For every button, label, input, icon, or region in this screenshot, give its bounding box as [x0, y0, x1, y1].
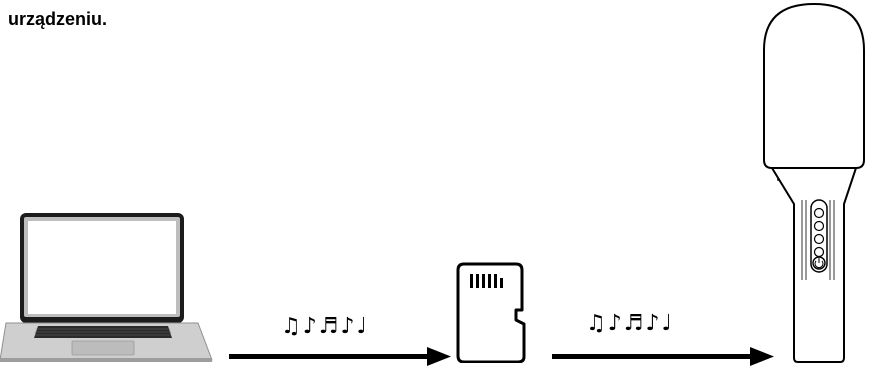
music-notes: ♫♪♬♪♩ — [586, 311, 674, 337]
transfer-arrow — [552, 346, 774, 366]
micro-sd-card-icon — [454, 262, 530, 363]
transfer-arrow — [229, 346, 451, 366]
karaoke-microphone-icon — [748, 0, 872, 363]
music-notes: ♫♪♬♪♩ — [281, 314, 369, 340]
laptop-icon — [0, 210, 215, 363]
caption-text: urządzeniu. — [8, 8, 107, 30]
